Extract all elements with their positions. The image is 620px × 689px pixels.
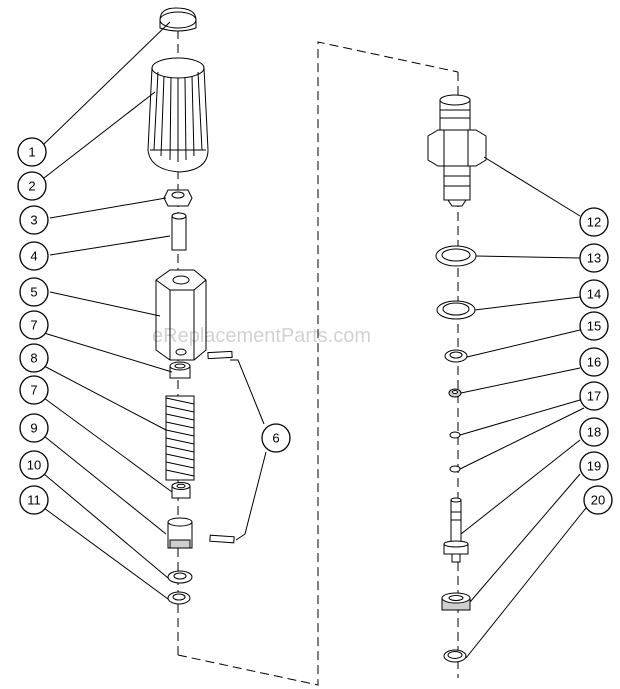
callout-2[interactable]: 2 <box>17 171 47 201</box>
part-11-ring <box>167 591 191 605</box>
leader-lines <box>43 21 587 659</box>
svg-text:10: 10 <box>27 458 41 473</box>
callout-11[interactable]: 11 <box>19 485 49 515</box>
part-9-piston <box>167 517 193 549</box>
callout-18[interactable]: 18 <box>579 417 609 447</box>
svg-text:4: 4 <box>30 249 37 264</box>
callout-13[interactable]: 13 <box>579 243 609 273</box>
part-2-knob <box>147 57 209 173</box>
callout-17[interactable]: 17 <box>579 381 609 411</box>
callout-7-lower[interactable]: 7 <box>19 375 49 405</box>
callout-4[interactable]: 4 <box>19 241 49 271</box>
svg-text:17: 17 <box>587 389 601 404</box>
callout-8[interactable]: 8 <box>19 343 49 373</box>
part-5-hex-body <box>155 269 207 361</box>
part-15-washer <box>444 349 468 363</box>
callout-20[interactable]: 20 <box>583 485 613 515</box>
part-6-pins <box>207 350 235 544</box>
callout-12[interactable]: 12 <box>579 207 609 237</box>
part-7-lower-washer <box>171 482 191 499</box>
part-4-sleeve <box>171 212 187 251</box>
part-1-cap <box>159 7 197 32</box>
part-19-seat <box>441 592 471 611</box>
part-18-valve-stem <box>443 497 469 563</box>
svg-text:8: 8 <box>30 351 37 366</box>
part-8-spring <box>165 395 195 481</box>
svg-text:6: 6 <box>272 431 279 446</box>
callout-19[interactable]: 19 <box>579 451 609 481</box>
callout-9[interactable]: 9 <box>19 413 49 443</box>
callout-1[interactable]: 1 <box>17 137 47 167</box>
callout-7-upper[interactable]: 7 <box>19 310 49 340</box>
part-3-nut <box>163 189 193 207</box>
svg-text:13: 13 <box>587 251 601 266</box>
svg-text:16: 16 <box>587 355 601 370</box>
svg-text:12: 12 <box>587 215 601 230</box>
callout-5[interactable]: 5 <box>19 277 49 307</box>
svg-text:11: 11 <box>27 493 41 508</box>
svg-text:7: 7 <box>30 383 37 398</box>
callout-3[interactable]: 3 <box>19 205 49 235</box>
part-13-large-ring <box>435 245 477 267</box>
svg-text:20: 20 <box>591 493 605 508</box>
svg-text:14: 14 <box>587 287 601 302</box>
callout-16[interactable]: 16 <box>579 347 609 377</box>
part-12-fitting <box>427 94 487 207</box>
callout-14[interactable]: 14 <box>579 279 609 309</box>
watermark: eReplacementParts.com <box>152 325 371 347</box>
part-20-o-ring <box>443 649 467 663</box>
callout-6[interactable]: 6 <box>261 423 291 453</box>
part-10-ring <box>167 570 193 584</box>
svg-text:2: 2 <box>28 179 35 194</box>
svg-text:3: 3 <box>30 213 37 228</box>
part-7-upper-washer <box>169 361 191 379</box>
svg-text:18: 18 <box>587 425 601 440</box>
svg-text:1: 1 <box>28 145 35 160</box>
callout-15[interactable]: 15 <box>579 311 609 341</box>
svg-text:19: 19 <box>587 459 601 474</box>
svg-text:7: 7 <box>30 318 37 333</box>
part-16-small-washer <box>448 388 462 398</box>
part-14-flat-ring <box>436 300 476 320</box>
svg-text:5: 5 <box>30 285 37 300</box>
callout-10[interactable]: 10 <box>19 450 49 480</box>
svg-text:15: 15 <box>587 319 601 334</box>
svg-text:9: 9 <box>30 421 37 436</box>
